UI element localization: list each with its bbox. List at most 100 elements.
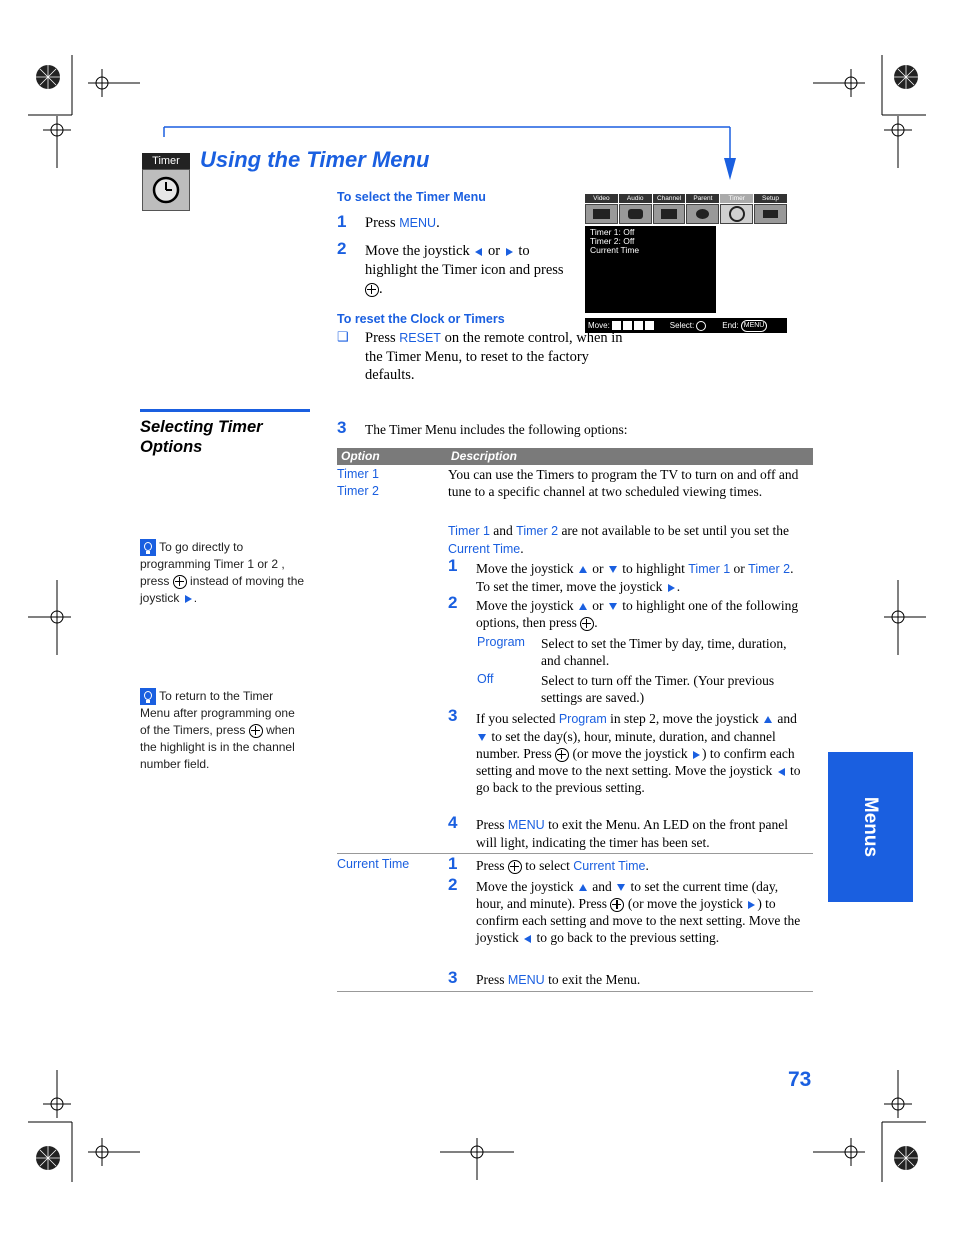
page-title: Using the Timer Menu [200,147,430,172]
step-number: 1 [337,212,347,231]
option-program: Program [477,635,525,649]
osd-line: Current Time [590,245,640,255]
step-text: Press to select Current Time. [476,858,649,874]
timer-clock-icon [142,169,190,211]
option-timers: Timer 1 Timer 2 [337,467,379,498]
osd-line: Timer 1: Off [590,227,635,237]
menus-side-tab-label: Menus [860,796,881,858]
right-arrow-icon [184,594,192,603]
audio-icon [618,204,652,224]
step-number: 3 [337,418,347,437]
osd-line: Timer 2: Off [590,236,635,246]
select-heading: To select the Timer Menu [337,190,486,204]
joystick-icon [248,723,263,738]
step-text: If you selected Program in step 2, move … [476,711,801,795]
right-arrow-icon [505,247,513,256]
program-description: Select to set the Timer by day, time, du… [541,636,787,668]
timers-note: Timer 1 and Timer 2 are not available to… [448,523,789,556]
tip-return-menu: To return to the Timer Menu after progra… [140,688,295,771]
osd-screen: Video Audio Channel Parent Timer Setup T… [585,194,787,335]
osd-menu-panel: Timer 1: Off Timer 2: Off Current Time [585,226,716,313]
osd-icon-row [585,204,787,224]
bullet-icon: ❑ [337,329,349,344]
joystick-icon [172,574,187,589]
step-text: Press MENU to exit the Menu. An LED on t… [476,817,789,850]
tip-direct-timer: To go directly to programming Timer 1 or… [140,539,305,605]
step-text: Move the joystick or to highlight Timer … [476,561,794,594]
col-description: Description [451,449,518,463]
step-text: Move the joystick or to highlight one of… [476,598,799,631]
option-off: Off [477,672,494,686]
osd-tab-active: Timer [720,194,754,203]
joystick-icon [610,897,625,912]
sidebar-title: Selecting Timer Options [140,418,263,456]
osd-tab: Setup [754,194,787,203]
right-arrow-icon [748,900,756,909]
reset-key: RESET [399,331,441,345]
osd-footer: Move: Select: End: MENU [585,318,787,333]
right-arrow-icon [667,583,675,592]
timer-badge: Timer [142,153,190,211]
step-text: Press MENU. [365,215,440,231]
down-arrow-icon [608,603,617,611]
osd-arrows-icon [611,321,656,330]
step-number: 1 [448,854,458,873]
joystick-icon [580,616,595,631]
channel-icon [652,204,686,224]
parent-icon [686,204,720,224]
step-number: 3 [448,968,458,987]
up-arrow-icon [578,884,587,892]
osd-select-label: Select: [669,321,695,330]
option-current-time: Current Time [337,857,410,871]
timers-description: You can use the Timers to program the TV… [448,467,799,500]
lightbulb-icon [140,539,156,556]
osd-end-label: End: [722,321,739,330]
video-icon [585,204,618,224]
osd-tab: Audio [618,194,652,203]
down-arrow-icon [617,884,626,892]
joystick-icon [365,282,379,297]
step-number: 1 [448,556,458,575]
menu-key: MENU [399,216,437,230]
sidebar-rule [140,409,310,412]
left-arrow-icon [524,934,532,943]
osd-tab-row: Video Audio Channel Parent Timer Setup [585,194,787,203]
step-text: Move the joystick and to set the current… [476,879,801,945]
up-arrow-icon [578,603,587,611]
left-arrow-icon [777,767,785,776]
step-number: 4 [448,813,458,832]
down-arrow-icon [478,734,486,742]
step-number: 2 [448,875,458,894]
col-option: Option [341,449,380,463]
left-arrow-icon [475,247,483,256]
timer-clock-icon [720,204,754,224]
osd-tab: Video [585,194,618,203]
page-number: 73 [788,1068,812,1091]
step-text: Move the joystick or to highlight the Ti… [365,243,564,297]
reset-text: Press RESET on the remote control, when … [365,330,623,383]
timer-badge-label: Timer [142,153,190,169]
joystick-icon [555,747,570,762]
lightbulb-icon [140,688,156,705]
osd-tab: Parent [686,194,720,203]
osd-end-key: MENU [740,319,768,332]
down-arrow-icon [608,566,617,574]
joystick-icon [507,859,522,874]
up-arrow-icon [764,716,773,724]
table-bottom-rule [337,991,813,992]
reset-heading: To reset the Clock or Timers [337,312,505,326]
step-number: 3 [448,706,458,725]
intro-text: The Timer Menu includes the following op… [365,422,628,437]
menus-side-tab: Menus [828,752,913,902]
step-text: Press MENU to exit the Menu. [476,972,641,987]
step-number: 2 [448,593,458,612]
setup-icon [754,204,787,224]
up-arrow-icon [578,566,587,574]
off-description: Select to turn off the Timer. (Your prev… [541,673,775,705]
step-number: 2 [337,239,347,258]
osd-joystick-icon [696,320,707,331]
right-arrow-icon [692,750,700,759]
table-header: Option Description [337,448,813,465]
osd-tab: Channel [652,194,686,203]
